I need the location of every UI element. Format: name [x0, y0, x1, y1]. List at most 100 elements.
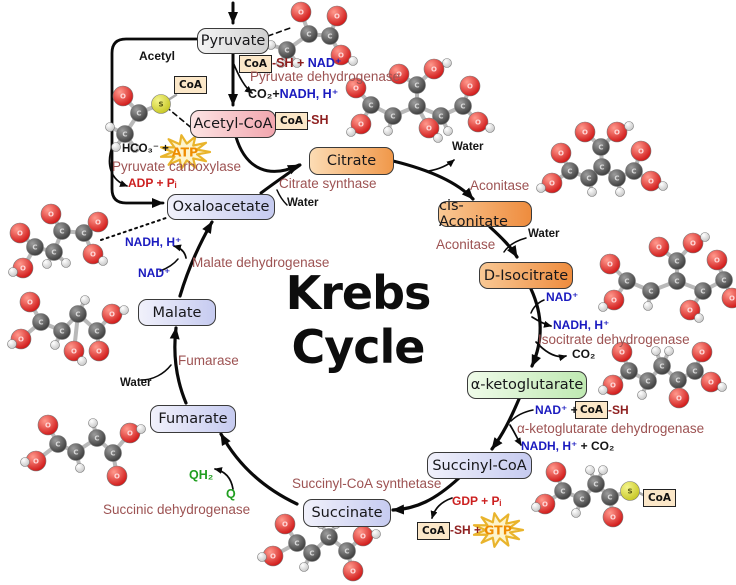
atom-c — [321, 27, 339, 45]
atom-c — [608, 169, 626, 187]
atom-o — [345, 77, 367, 99]
atom-h — [485, 123, 495, 133]
atom-h — [371, 529, 381, 539]
node-succinyl-coa: Succinyl-CoA — [427, 452, 532, 479]
svg-text:C: C — [75, 310, 80, 318]
svg-text:C: C — [692, 367, 697, 375]
label-part: NAD⁺ — [546, 290, 579, 304]
label-coash-acetyl: -SH — [307, 113, 329, 128]
svg-text:O: O — [20, 264, 26, 272]
svg-text:C: C — [614, 174, 619, 182]
svg-text:C: C — [38, 318, 43, 326]
svg-text:C: C — [659, 362, 664, 370]
coa-tag: CoA — [275, 112, 308, 130]
atom-c — [573, 490, 591, 508]
label-q: Q — [226, 487, 236, 502]
svg-text:C: C — [306, 30, 311, 38]
label-part: NAD⁺ — [138, 266, 171, 280]
atom-h — [442, 58, 452, 68]
atom-h — [700, 232, 710, 242]
node-malate: Malate — [138, 299, 216, 326]
atom-c — [642, 282, 660, 300]
svg-text:C: C — [675, 376, 680, 384]
atom-o — [350, 113, 372, 135]
node-cis-aconitate: cis-Aconitate — [438, 198, 532, 230]
atom-c — [668, 272, 686, 290]
reaction-arrow — [140, 364, 172, 381]
svg-text:C: C — [136, 109, 141, 117]
svg-text:C: C — [344, 547, 349, 555]
label-part: -SH + — [450, 523, 482, 537]
svg-text:O: O — [270, 552, 276, 560]
atom-h — [694, 313, 704, 323]
label-co2-nadh-out: CO₂+NADH, H⁺ — [248, 87, 338, 102]
atom-c — [53, 222, 71, 240]
label-part: -SH — [608, 403, 629, 417]
atom-c — [694, 282, 712, 300]
svg-text:C: C — [110, 449, 115, 457]
svg-text:O: O — [708, 378, 714, 386]
atom-h — [50, 340, 60, 350]
svg-text:O: O — [114, 472, 120, 480]
atom-o — [545, 461, 567, 483]
svg-text:C: C — [579, 495, 584, 503]
reaction-arrow — [100, 217, 167, 241]
svg-text:S: S — [158, 100, 163, 108]
label-fumarase: Fumarase — [178, 353, 239, 369]
atom-o — [388, 63, 410, 85]
label-acetyl: Acetyl — [139, 50, 175, 63]
label-sh-akg: -SH — [608, 404, 629, 417]
label-adp-pi-out: ADP + Pᵢ — [128, 177, 177, 190]
svg-text:C: C — [326, 533, 331, 541]
label-citrate-synthase: Citrate synthase — [279, 176, 377, 192]
label-part: Q — [226, 487, 236, 501]
svg-text:O: O — [353, 84, 359, 92]
label-part: -SH + — [272, 56, 308, 70]
svg-text:O: O — [71, 347, 77, 355]
atom-c — [625, 162, 643, 180]
atom-c — [618, 272, 636, 290]
svg-text:O: O — [648, 177, 654, 185]
label-part: CO₂ — [248, 87, 273, 101]
label-part: -SH — [307, 113, 329, 127]
reaction-arrow — [259, 163, 302, 195]
reaction-arrow — [430, 497, 453, 519]
label-part: Aconitase — [470, 178, 530, 193]
label-qh2: QH₂ — [189, 468, 213, 483]
label-part: NADH, H⁺ — [125, 235, 182, 249]
atom-o — [602, 374, 624, 396]
atom-o — [700, 371, 722, 393]
label-water-oaa: Water — [287, 197, 319, 209]
atom-c — [278, 41, 296, 59]
atom-h — [98, 256, 108, 266]
atom-o — [459, 75, 481, 97]
svg-text:O: O — [656, 243, 662, 251]
coa-tag: CoA — [174, 76, 207, 94]
atom-o — [541, 172, 563, 194]
atom-h — [598, 465, 608, 475]
svg-text:O: O — [542, 500, 548, 508]
svg-text:C: C — [390, 112, 395, 120]
atom-c — [587, 475, 605, 493]
atom-h — [587, 187, 597, 197]
atom-o — [423, 58, 445, 80]
svg-text:O: O — [27, 298, 33, 306]
atom-c — [320, 528, 338, 546]
label-sh-gtp-out: -SH + — [450, 524, 481, 537]
svg-text:C: C — [674, 257, 679, 265]
label-part: Isocitrate dehydrogenase — [538, 332, 690, 347]
svg-text:O: O — [638, 147, 644, 155]
reaction-arrow — [234, 135, 301, 175]
atom-h — [571, 508, 581, 518]
svg-text:O: O — [282, 520, 288, 528]
svg-text:C: C — [567, 167, 572, 175]
atom-o — [721, 287, 736, 309]
atom-o — [9, 222, 31, 244]
svg-text:C: C — [73, 448, 78, 456]
